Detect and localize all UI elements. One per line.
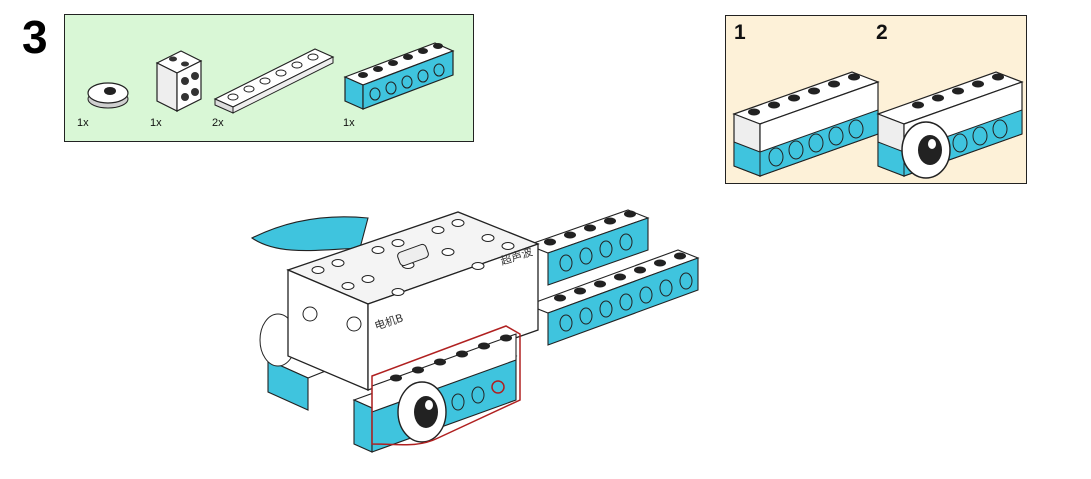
substep-2-illustration <box>876 54 1026 179</box>
qty-bracket-plate: 1x <box>150 117 162 129</box>
fin-piece <box>252 217 368 251</box>
substep-label-1: 1 <box>734 21 746 45</box>
step-number: 3 <box>22 10 48 64</box>
main-assembly-illustration: 超声波 电机B <box>248 190 708 460</box>
substep-1-illustration <box>732 54 882 179</box>
substep-label-2: 2 <box>876 21 888 45</box>
substep-box: 1 2 <box>725 15 1027 184</box>
flat-plate-icon <box>211 43 341 113</box>
bracket-plate-icon <box>149 45 209 115</box>
eye-piece-icon <box>83 73 133 113</box>
qty-flat-plate: 2x <box>212 117 224 129</box>
qty-technic-beam: 1x <box>343 117 355 129</box>
parts-list: 1x 1x 2x 1x <box>64 14 474 142</box>
qty-eye-piece: 1x <box>77 117 89 129</box>
technic-beam-icon <box>341 37 467 115</box>
